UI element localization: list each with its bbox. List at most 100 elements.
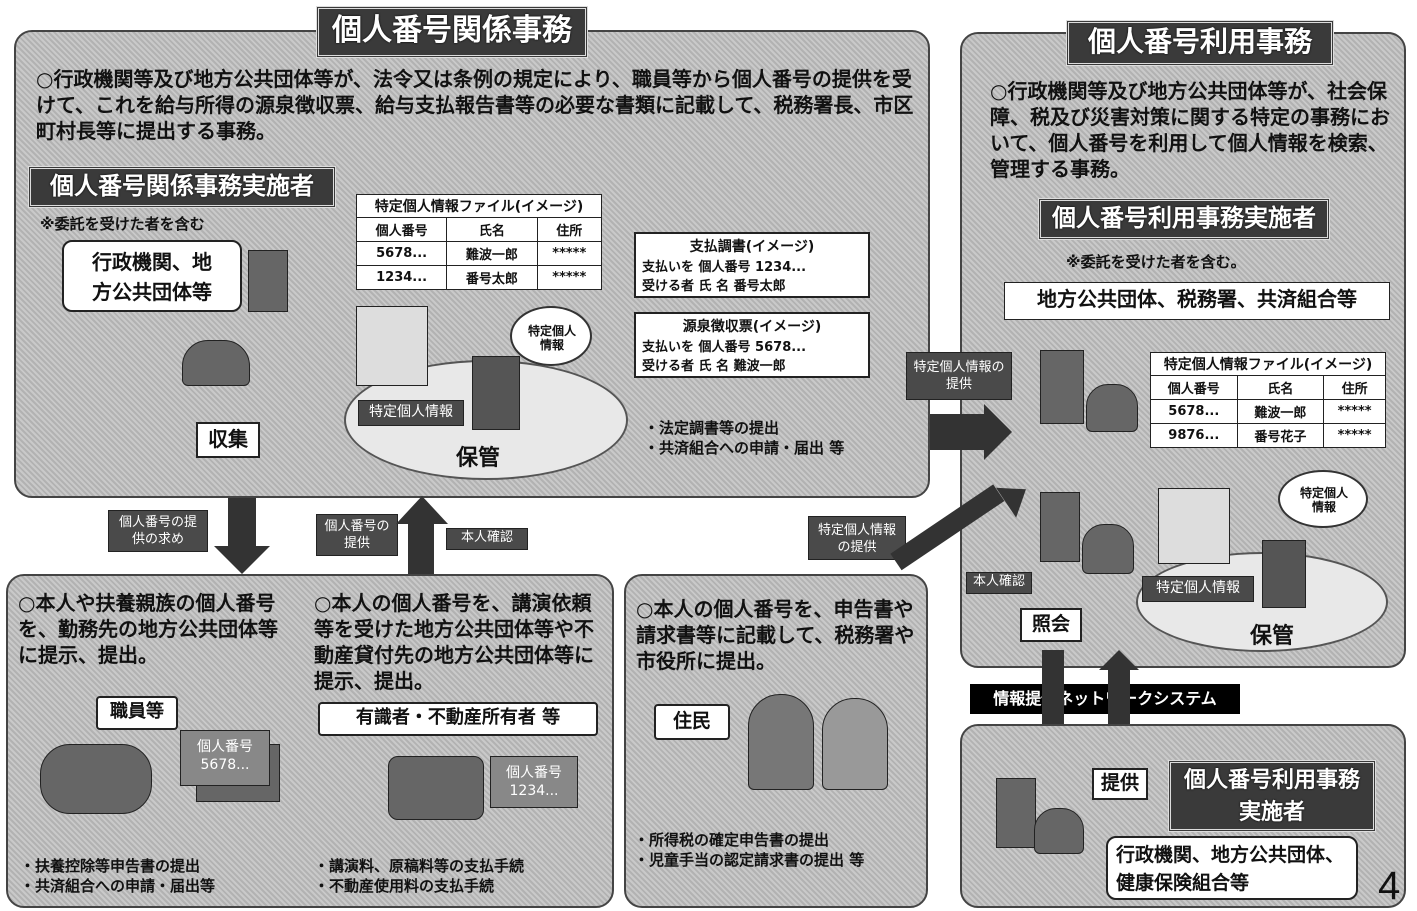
right-arrow-top-head [984, 404, 1012, 460]
riyou-consignee-note: ※委託を受けた者を含む。 [1066, 252, 1246, 272]
meeting-people-icon [40, 744, 152, 814]
table-cell: 番号花子 [1237, 424, 1324, 448]
table-cell: 9876... [1151, 424, 1238, 448]
officer-icon-2 [1082, 524, 1134, 574]
table-cell: ***** [537, 266, 601, 290]
table-cell: 1234... [357, 266, 447, 290]
list-item: ・講演料、原稿料等の支払手続 [314, 856, 524, 876]
up-arrow [408, 522, 434, 574]
riyou-bubble-text: 特定個人情報 [1298, 486, 1350, 514]
staff-items: ・扶養控除等申告書の提出 ・共済組合への申請・届出等 [20, 856, 215, 896]
provide-number-label: 個人番号の提供 [316, 514, 398, 556]
down-arrow [228, 498, 256, 548]
list-item: ・所得税の確定申告書の提出 [634, 830, 864, 850]
list-item: ・不動産使用料の支払手続 [314, 876, 524, 896]
kankei-file-image: 特定個人情報ファイル(イメージ) 個人番号 氏名 住所 5678... 難波一郎… [356, 194, 602, 290]
payment-doc-title: 支払調書(イメージ) [642, 236, 862, 256]
kankei-file-table: 個人番号 氏名 住所 5678... 難波一郎 ***** 1234... 番号… [356, 217, 602, 290]
submission-list: ・法定調書等の提出 ・共済組合への申請・届出 等 [644, 418, 844, 458]
bottom-right-title: 個人番号利用事務実施者 [1168, 760, 1376, 832]
kankei-specific-info-label: 特定個人情報 [358, 400, 464, 426]
table-cell: 番号太郎 [447, 266, 537, 290]
resident-items: ・所得税の確定申告書の提出 ・児童手当の認定請求書の提出 等 [634, 830, 864, 870]
riyou-description: ○行政機関等及び地方公共団体等が、社会保障、税及び災害対策に関する特定の事務にお… [990, 78, 1390, 182]
table-cell: 難波一郎 [1237, 400, 1324, 424]
staff-card-text: 個人番号 5678... [184, 738, 266, 774]
riyou-implementer-title: 個人番号利用事務実施者 [1038, 198, 1330, 240]
withholding-doc-line2: 受ける者 氏 名 難波一郎 [642, 355, 862, 374]
provide-specific-top-label: 特定個人情報の提供 [906, 352, 1012, 400]
provide-label: 提供 [1092, 768, 1148, 800]
table-row: 5678... 難波一郎 ***** [1151, 400, 1386, 424]
list-item: ・共済組合への申請・届出等 [20, 876, 215, 896]
staff-description: ○本人や扶養親族の個人番号を、勤務先の地方公共団体等に提示、提出。 [18, 590, 278, 668]
kankei-implementer-title: 個人番号関係事務実施者 [28, 166, 336, 208]
col-header: 個人番号 [1151, 376, 1238, 400]
identity-check-label: 本人確認 [446, 528, 528, 550]
riyou-file-title: 特定個人情報ファイル(イメージ) [1150, 352, 1386, 375]
table-cell: ***** [537, 242, 601, 266]
office-building-icon-2 [1040, 492, 1080, 562]
riyou-file-table: 個人番号 氏名 住所 5678... 難波一郎 ***** 9876... 番号… [1150, 375, 1386, 448]
table-cell: 5678... [357, 242, 447, 266]
table-row: 9876... 番号花子 ***** [1151, 424, 1386, 448]
network-up-arrow-head [1099, 650, 1139, 670]
table-row: 1234... 番号太郎 ***** [357, 266, 602, 290]
withholding-slip-doc: 源泉徴収票(イメージ) 支払いを 個人番号 5678... 受ける者 氏 名 難… [634, 312, 870, 378]
withholding-doc-title: 源泉徴収票(イメージ) [642, 316, 862, 336]
lecturer-items: ・講演料、原稿料等の支払手続 ・不動産使用料の支払手続 [314, 856, 524, 896]
page-number: 4 [1378, 864, 1400, 908]
list-item: ・児童手当の認定請求書の提出 等 [634, 850, 864, 870]
table-cell: ***** [1324, 400, 1386, 424]
kankei-entity: 行政機関、地方公共団体等 [62, 240, 242, 312]
payment-record-doc: 支払調書(イメージ) 支払いを 個人番号 1234... 受ける者 氏 名 番号… [634, 232, 870, 298]
lecturer-who: 有識者・不動産所有者 等 [318, 702, 598, 736]
staff-who: 職員等 [96, 696, 178, 730]
papers-icon [356, 306, 428, 386]
collect-label: 収集 [196, 422, 260, 458]
riyou-title: 個人番号利用事務 [1066, 20, 1334, 66]
lecturer-description: ○本人の個人番号を、講演依頼等を受けた地方公共団体等や不動産貸付先の地方公共団体… [314, 590, 604, 694]
office-building-icon-3 [996, 778, 1036, 848]
woman-icon [822, 698, 888, 790]
resident-description: ○本人の個人番号を、申告書や請求書等に記載して、税務署や市役所に提出。 [636, 596, 922, 674]
handshake-icon [388, 756, 484, 820]
officer-icon-3 [1034, 808, 1084, 854]
up-arrow-head [396, 496, 448, 524]
kankei-title: 個人番号関係事務 [316, 6, 588, 58]
lecturer-card-text: 個人番号 1234... [494, 764, 574, 800]
list-item: ・法定調書等の提出 [644, 418, 844, 438]
inquiry-label: 照会 [1020, 608, 1082, 642]
table-cell: 難波一郎 [447, 242, 537, 266]
building-icon [248, 250, 288, 312]
withholding-doc-line1: 支払いを 個人番号 5678... [642, 336, 862, 355]
riyou-specific-info-label: 特定個人情報 [1142, 576, 1254, 602]
table-cell: 5678... [1151, 400, 1238, 424]
payment-doc-line2: 受ける者 氏 名 番号太郎 [642, 275, 862, 294]
table-row: 5678... 難波一郎 ***** [357, 242, 602, 266]
table-cell: ***** [1324, 424, 1386, 448]
bottom-right-entity: 行政機関、地方公共団体、健康保険組合等 [1106, 836, 1358, 900]
riyou-file-image: 特定個人情報ファイル(イメージ) 個人番号 氏名 住所 5678... 難波一郎… [1150, 352, 1386, 448]
col-header: 氏名 [447, 218, 537, 242]
col-header: 氏名 [1237, 376, 1324, 400]
clerk-icon [182, 340, 250, 386]
resident-who: 住民 [654, 704, 730, 740]
riyou-identity-check: 本人確認 [966, 572, 1032, 594]
kankei-storage-label: 保管 [456, 440, 500, 472]
col-header: 住所 [537, 218, 601, 242]
col-header: 個人番号 [357, 218, 447, 242]
network-system-label: 情報提供ネットワークシステム [970, 684, 1240, 714]
kankei-consignee-note: ※委託を受けた者を含む [40, 214, 205, 234]
request-number-label: 個人番号の提供の求め [108, 510, 208, 552]
papers-icon-2 [1158, 488, 1230, 564]
riyou-entity: 地方公共団体、税務署、共済組合等 [1004, 282, 1390, 320]
cabinet-icon [472, 356, 520, 430]
riyou-storage-label: 保管 [1250, 618, 1294, 650]
man-icon [748, 694, 814, 790]
payment-doc-line1: 支払いを 個人番号 1234... [642, 256, 862, 275]
cabinet-icon-2 [1262, 540, 1306, 608]
col-header: 住所 [1324, 376, 1386, 400]
kankei-bubble-text: 特定個人情報 [526, 324, 578, 352]
down-arrow-head [214, 546, 270, 574]
